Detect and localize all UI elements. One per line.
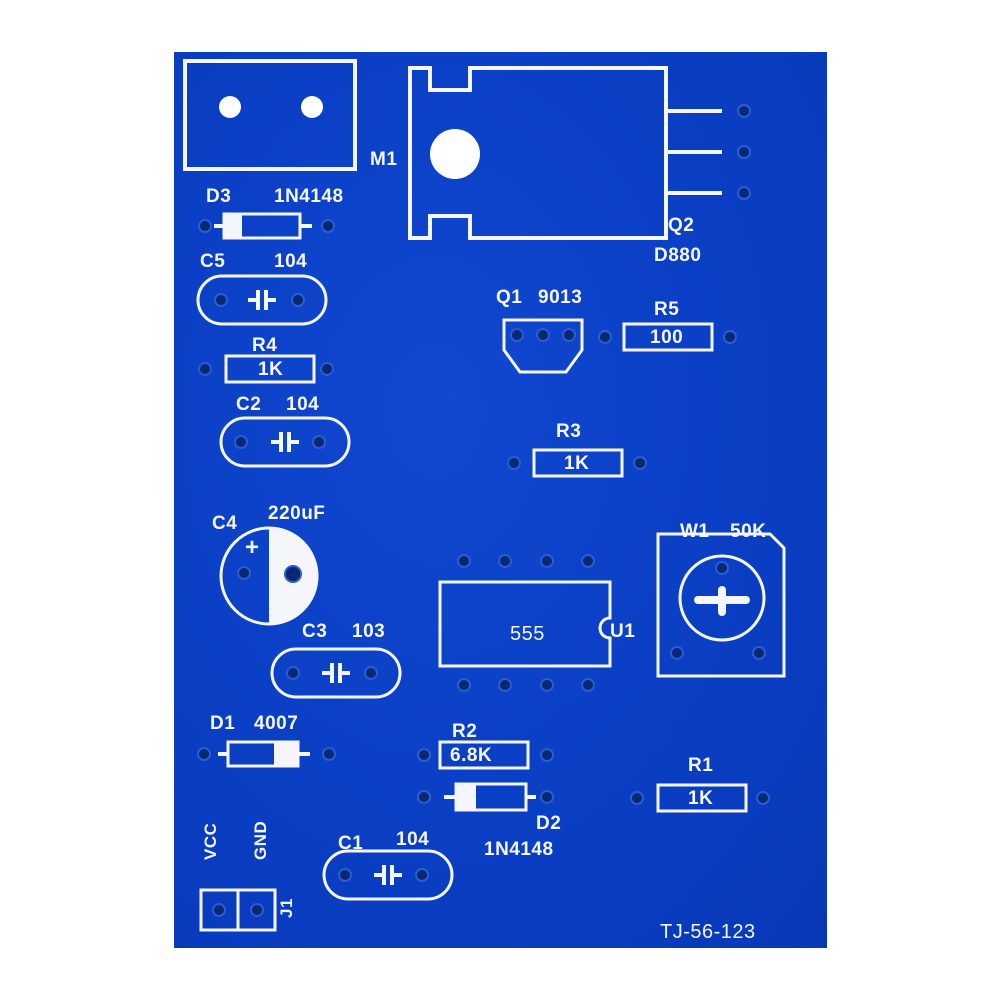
board-part-number: TJ-56-123	[660, 921, 756, 943]
m1-pin1-hole	[219, 96, 241, 118]
c5-value-label: 104	[274, 251, 308, 272]
w1-wiper-pad	[715, 561, 729, 575]
m1-ref-label: M1	[370, 149, 398, 170]
u1-pin1-pad	[457, 678, 471, 692]
r1-pad-1	[630, 791, 644, 805]
j1-ref-label: J1	[277, 898, 296, 918]
q1-pin1-pad	[510, 328, 524, 342]
d1-pad-a	[197, 747, 211, 761]
q1-pin2-pad	[536, 328, 550, 342]
d1-ref-label: D1	[210, 713, 236, 734]
u1-value-label: 555	[510, 623, 545, 645]
c2-value-label: 104	[286, 394, 320, 415]
r1-ref-label: R1	[688, 755, 714, 776]
r4-value-label: 1K	[258, 359, 284, 380]
r3-pad-1	[507, 456, 521, 470]
u1-ref-label: U1	[610, 621, 636, 642]
r5-value-label: 100	[650, 327, 684, 348]
w1-pad-2	[752, 646, 766, 660]
r5-pad-1	[598, 330, 612, 344]
d2-pad-a	[417, 790, 431, 804]
c4-pad-positive	[237, 566, 251, 580]
u1-pin7-pad	[498, 554, 512, 568]
q2-ref-label: Q2	[668, 215, 695, 236]
w1-pad-1	[670, 646, 684, 660]
u1-pin4-pad	[581, 678, 595, 692]
r3-ref-label: R3	[556, 421, 582, 442]
r2-pad-2	[540, 748, 554, 762]
c4-value-label: 220uF	[268, 503, 326, 524]
pcb-board: M1	[174, 52, 827, 948]
q2-mounting-hole	[430, 129, 480, 179]
q2-value-label: D880	[654, 245, 702, 266]
c3-pad-2	[364, 666, 378, 680]
c1-pad-1	[338, 868, 352, 882]
j1-pin1-label: VCC	[201, 822, 220, 860]
q1-ref-label: Q1	[496, 287, 523, 308]
q2-pin3-pad	[737, 186, 751, 200]
c1-pad-2	[415, 868, 429, 882]
u1-pin8-pad	[457, 554, 471, 568]
c1-value-label: 104	[396, 829, 430, 850]
r1-pad-2	[756, 791, 770, 805]
c1-ref-label: C1	[338, 833, 364, 854]
q1-pin3-pad	[562, 328, 576, 342]
c2-pad-2	[312, 435, 326, 449]
c3-pad-1	[286, 666, 300, 680]
c2-ref-label: C2	[236, 394, 262, 415]
c4-pad-negative	[284, 565, 302, 583]
c2-pad-1	[234, 435, 248, 449]
c4-polarity-mark: +	[245, 534, 260, 561]
w1-value-label: 50K	[730, 521, 767, 542]
d2-ref-label: D2	[536, 813, 562, 834]
d2-pad-k	[540, 790, 554, 804]
d3-ref-label: D3	[206, 186, 232, 207]
u1-pin3-pad	[540, 678, 554, 692]
j1-vcc-pad	[212, 903, 226, 917]
r2-pad-1	[417, 748, 431, 762]
r3-pad-2	[633, 456, 647, 470]
m1-connector-outline	[183, 59, 357, 171]
r5-ref-label: R5	[654, 299, 680, 320]
d1-value-label: 4007	[254, 713, 299, 734]
r3-value-label: 1K	[564, 453, 590, 474]
c4-ref-label: C4	[212, 513, 238, 534]
d3-value-label: 1N4148	[274, 186, 344, 207]
r1-value-label: 1K	[688, 788, 714, 809]
r2-value-label: 6.8K	[450, 745, 493, 766]
u1-pin6-pad	[540, 554, 554, 568]
w1-ref-label: W1	[680, 521, 710, 542]
j1-pin2-label: GND	[251, 820, 270, 860]
r4-pad-2	[320, 362, 334, 376]
q2-pin1-pad	[737, 104, 751, 118]
r4-pad-1	[198, 362, 212, 376]
q1-value-label: 9013	[538, 287, 583, 308]
j1-gnd-pad	[250, 903, 264, 917]
d3-pad-a	[198, 219, 212, 233]
r5-pad-2	[723, 330, 737, 344]
m1-pin2-hole	[301, 96, 323, 118]
c5-pad-2	[291, 293, 305, 307]
u1-pin5-pad	[581, 554, 595, 568]
c5-ref-label: C5	[200, 251, 226, 272]
c3-value-label: 103	[352, 621, 386, 642]
r2-ref-label: R2	[452, 721, 478, 742]
silkscreen-outlines	[196, 66, 786, 932]
r4-ref-label: R4	[252, 335, 278, 356]
c3-ref-label: C3	[302, 621, 328, 642]
u1-pin2-pad	[498, 678, 512, 692]
q2-pin2-pad	[737, 145, 751, 159]
d2-value-label: 1N4148	[484, 839, 554, 860]
d3-pad-k	[321, 219, 335, 233]
d1-pad-k	[322, 747, 336, 761]
c5-pad-1	[214, 293, 228, 307]
